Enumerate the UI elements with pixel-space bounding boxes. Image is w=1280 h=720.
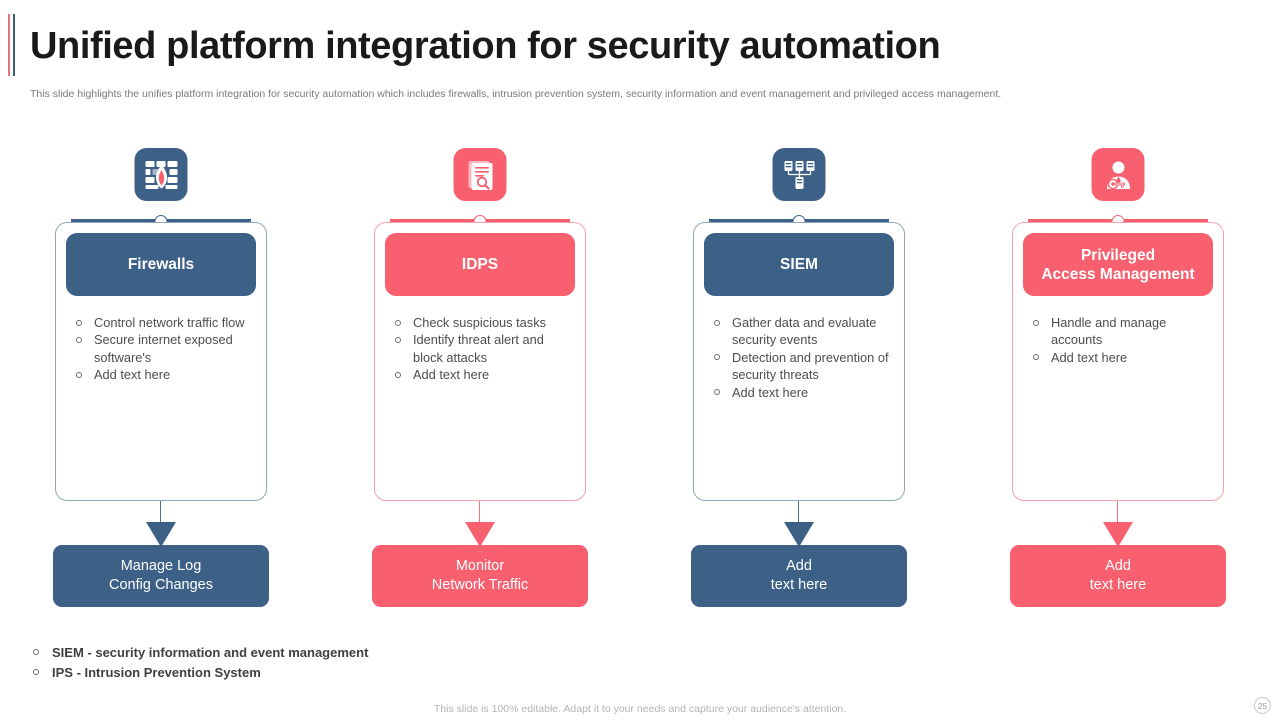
accent-bar-red [8, 14, 10, 76]
bullet-circle-icon [76, 319, 82, 326]
outcome-box[interactable]: Monitor Network Traffic [372, 545, 588, 607]
list-item-label: Control network traffic flow [94, 315, 245, 330]
list-item-label: Add text here [732, 384, 809, 400]
down-arrow-icon [1103, 501, 1133, 549]
title-accent-bars [8, 14, 18, 76]
list-item: Add text here [74, 366, 254, 383]
list-item-label: Add text here [413, 367, 490, 383]
page-subtitle: This slide highlights the unifies platfo… [30, 88, 1002, 100]
page-number-badge: 25 [1254, 697, 1271, 714]
list-item-label: Add text here [1051, 349, 1128, 365]
page-title: Unified platform integration for securit… [30, 25, 941, 67]
outcome-box[interactable]: Manage Log Config Changes [53, 545, 269, 607]
bullet-circle-icon [76, 336, 82, 343]
intrusion-detection-report-icon [453, 148, 507, 201]
legend: SIEM - security information and event ma… [30, 643, 368, 683]
legend-item-label: IPS - Intrusion Prevention System [52, 665, 261, 680]
bullet-circle-icon [395, 371, 401, 378]
list-item-label: Gather data and evaluate security events [732, 315, 877, 348]
list-item: Secure internet exposed software's [74, 331, 254, 366]
bullet-circle-icon [33, 649, 39, 655]
footer-note: This slide is 100% editable. Adapt it to… [433, 703, 847, 715]
list-item-label: Check suspicious tasks [413, 315, 546, 330]
list-item: Add text here [1031, 349, 1211, 366]
list-item-label: Secure internet exposed software's [94, 332, 233, 365]
bullet-circle-icon [714, 389, 720, 396]
list-item: Gather data and evaluate security events [712, 314, 892, 349]
down-arrow-icon [784, 501, 814, 549]
bullet-circle-icon [1033, 319, 1039, 326]
down-arrow-icon [146, 501, 176, 549]
bullet-circle-icon [1033, 354, 1039, 361]
list-item: Control network traffic flow [74, 314, 254, 331]
outcome-box[interactable]: Add text here [1010, 545, 1226, 607]
list-item-label: Add text here [94, 367, 171, 383]
legend-item: SIEM - security information and event ma… [30, 643, 368, 663]
list-item: Handle and manage accounts [1031, 314, 1211, 349]
bullet-circle-icon [714, 319, 720, 326]
bullet-circle-icon [33, 669, 39, 675]
list-item: Detection and prevention of security thr… [712, 349, 892, 384]
list-item: Check suspicious tasks [393, 314, 573, 331]
firewall-brickwall-flame-icon [134, 148, 188, 201]
down-arrow-icon [465, 501, 495, 549]
bullet-circle-icon [76, 371, 82, 378]
bullet-circle-icon [395, 336, 401, 343]
pillar-heading: SIEM [704, 233, 894, 296]
siem-server-network-icon [772, 148, 826, 201]
outcome-box[interactable]: Add text here [691, 545, 907, 607]
list-item-label: Detection and prevention of security thr… [732, 349, 889, 383]
list-item-label: Handle and manage accounts [1051, 315, 1167, 348]
bullet-circle-icon [395, 319, 401, 326]
privileged-access-user-key-icon [1091, 148, 1145, 201]
list-item-label: Identify threat alert and block attacks [413, 332, 544, 365]
legend-item-label: SIEM - security information and event ma… [52, 645, 369, 660]
pillar-card[interactable]: SIEM Gather data and evaluate security ev… [693, 222, 905, 501]
list-item: Identify threat alert and block attacks [393, 331, 573, 366]
pillar-heading: Privileged Access Management [1023, 233, 1213, 296]
accent-bar-blue [13, 14, 15, 76]
list-item: Add text here [712, 384, 892, 401]
pillar-heading: IDPS [385, 233, 575, 296]
list-item: Add text here [393, 366, 573, 383]
pillar-heading: Firewalls [66, 233, 256, 296]
pillar-bullet-list: Gather data and evaluate security events… [712, 314, 892, 401]
bullet-circle-icon [714, 354, 720, 361]
legend-item: IPS - Intrusion Prevention System [30, 663, 368, 683]
